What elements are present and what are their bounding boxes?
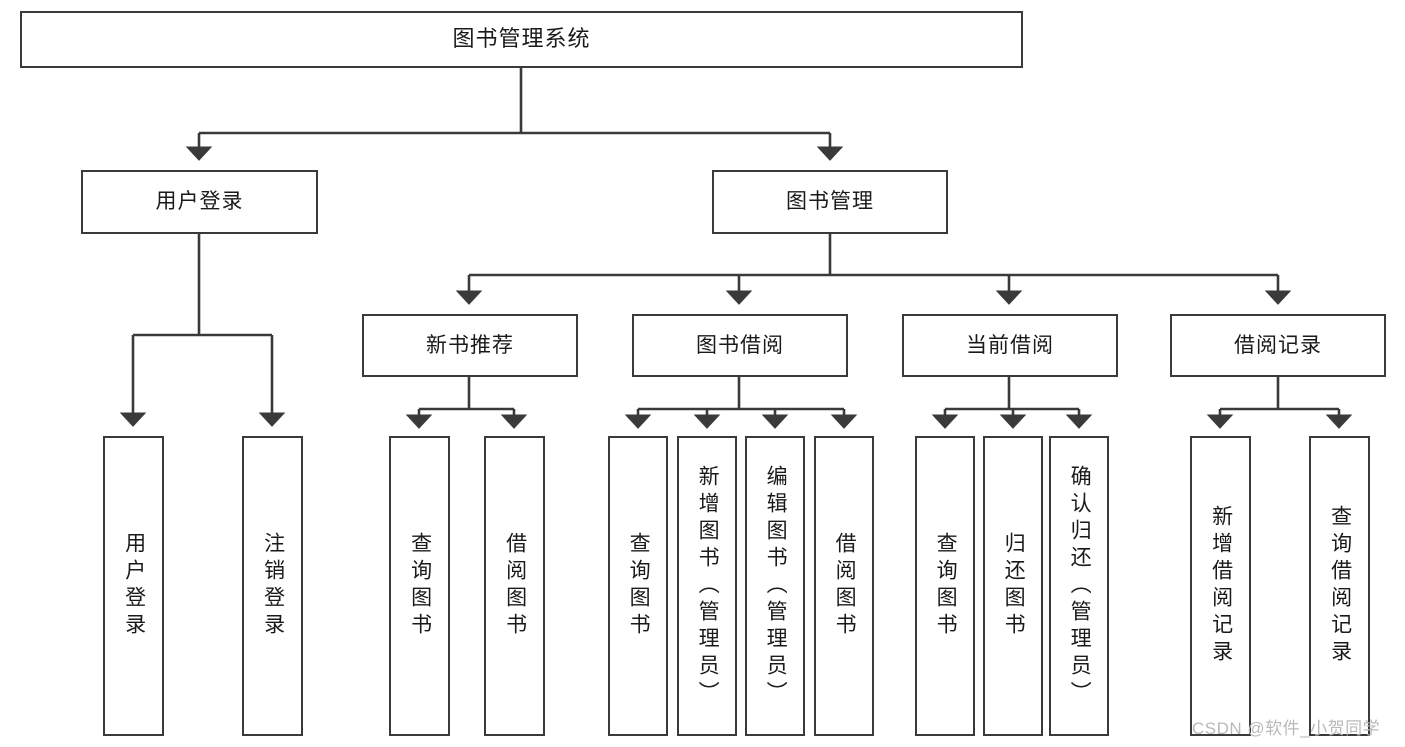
node-leaf-edit-book[interactable]: 编辑图书（管理员） [745, 436, 805, 736]
node-leaf-query-book-3[interactable]: 查询图书 [915, 436, 975, 736]
node-book-borrow[interactable]: 图书借阅 [632, 314, 848, 377]
node-leaf-logout[interactable]: 注销登录 [242, 436, 303, 736]
node-borrow-record[interactable]: 借阅记录 [1170, 314, 1386, 377]
node-book-manage[interactable]: 图书管理 [712, 170, 948, 234]
node-leaf-borrow-book-2[interactable]: 借阅图书 [814, 436, 874, 736]
node-current-borrow[interactable]: 当前借阅 [902, 314, 1118, 377]
node-root[interactable]: 图书管理系统 [20, 11, 1023, 68]
node-leaf-query-record[interactable]: 查询借阅记录 [1309, 436, 1370, 736]
node-leaf-user-login[interactable]: 用户登录 [103, 436, 164, 736]
watermark-label: CSDN @软件_小贺同学 [1192, 719, 1381, 738]
node-leaf-borrow-book-1[interactable]: 借阅图书 [484, 436, 545, 736]
node-leaf-query-book-2[interactable]: 查询图书 [608, 436, 668, 736]
node-user-login[interactable]: 用户登录 [81, 170, 318, 234]
node-leaf-return-book[interactable]: 归还图书 [983, 436, 1043, 736]
node-leaf-add-book[interactable]: 新增图书（管理员） [677, 436, 737, 736]
node-new-book-recommend[interactable]: 新书推荐 [362, 314, 578, 377]
node-leaf-confirm-return[interactable]: 确认归还（管理员） [1049, 436, 1109, 736]
node-leaf-add-record[interactable]: 新增借阅记录 [1190, 436, 1251, 736]
node-leaf-query-book-1[interactable]: 查询图书 [389, 436, 450, 736]
